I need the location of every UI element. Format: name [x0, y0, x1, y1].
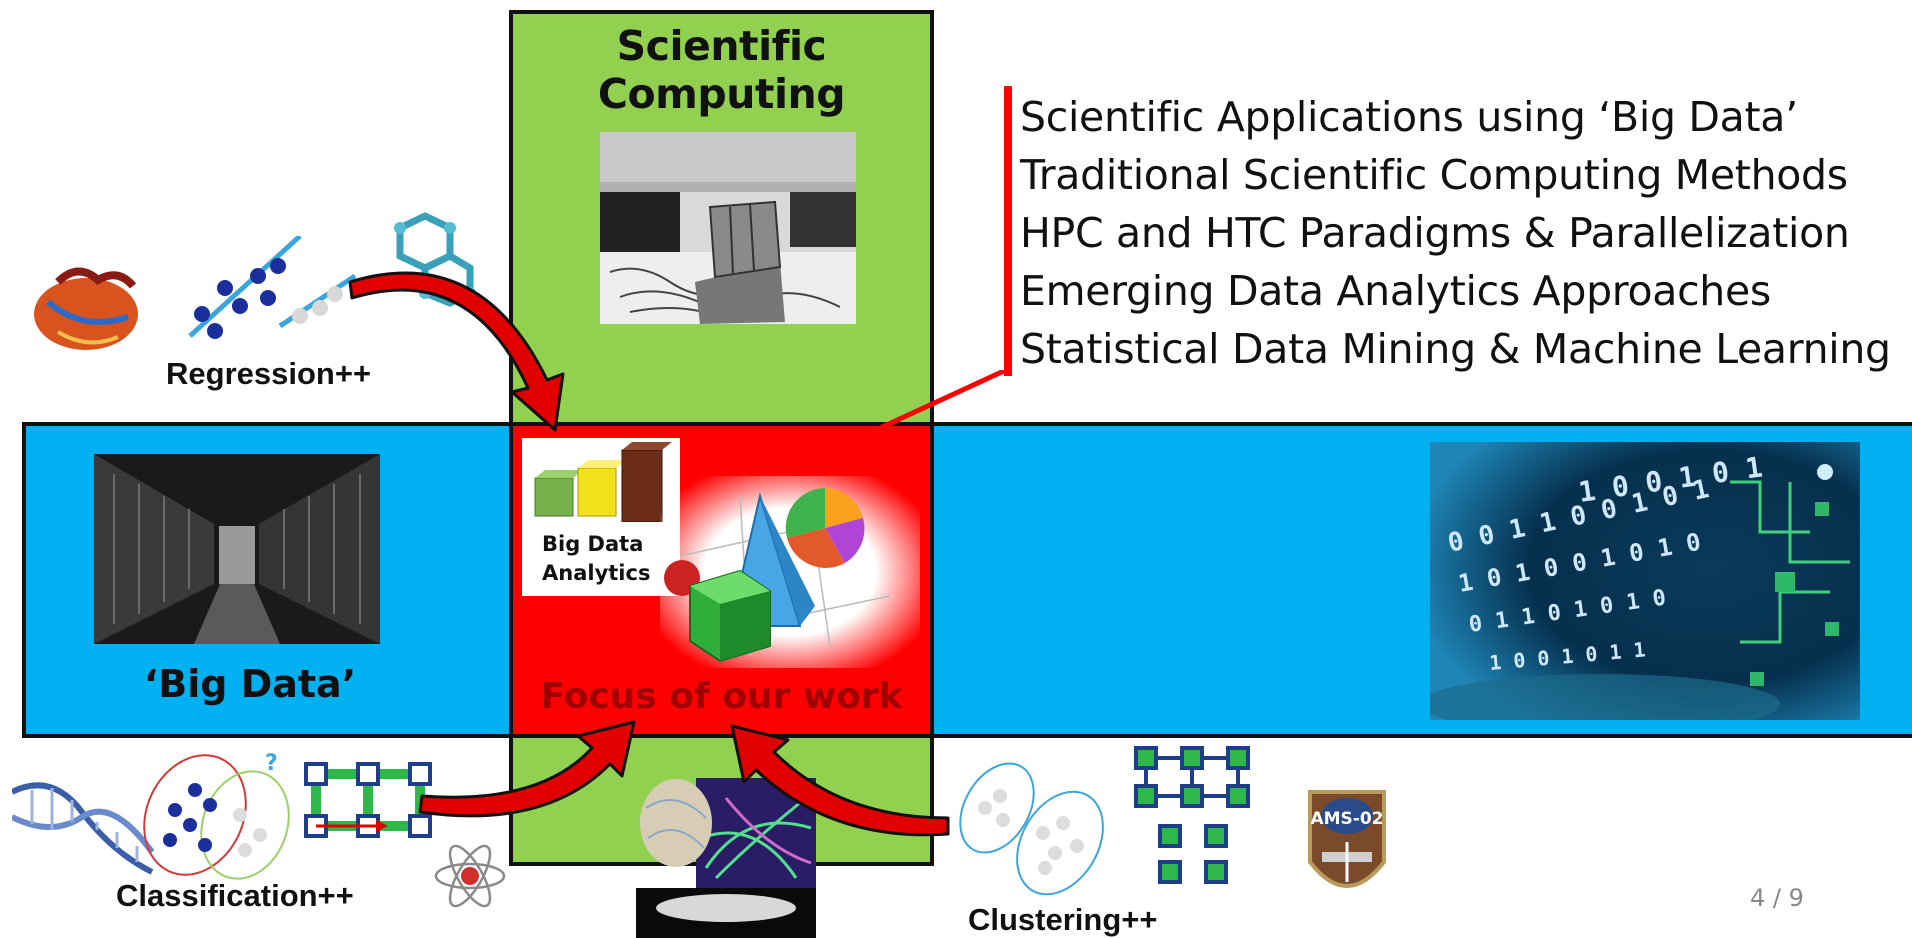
focus-label: Focus of our work [540, 676, 903, 717]
topic-item: Emerging Data Analytics Approaches [1020, 267, 1771, 315]
atom-icon [434, 844, 506, 908]
column-title: Scientific Computing [597, 22, 846, 118]
clustering-network-icon [1134, 746, 1250, 884]
topic-item: Scientific Applications using ‘Big Data’ [1020, 93, 1798, 141]
clustering-arrow [730, 724, 950, 837]
clustering-plot-icon [959, 762, 1104, 896]
analytics-shapes-icon [660, 476, 920, 668]
big-data-label: ‘Big Data’ [143, 662, 357, 706]
topic-item: Statistical Data Mining & Machine Learni… [1020, 325, 1891, 373]
topic-list: Scientific Applications using ‘Big Data’… [1020, 88, 1891, 378]
svg-text:AMS-02: AMS-02 [1310, 809, 1383, 829]
page-number: 4 / 9 [1750, 884, 1804, 912]
analytics-bars-icon [534, 442, 672, 522]
clustering-label: Clustering++ [968, 902, 1158, 937]
svg-text:?: ? [265, 751, 278, 776]
regression-label: Regression++ [166, 356, 372, 391]
topic-item: HPC and HTC Paradigms & Parallelization [1020, 209, 1850, 257]
big-data-analytics-label: Big Data Analytics [542, 532, 651, 585]
regression-arrow [348, 271, 565, 432]
bullet-marker-bar [1004, 86, 1012, 376]
ams-02-mission-patch: AMS-02 [1308, 790, 1386, 888]
binary-data-tunnel-image: 0 0 1 1 0 0 1 0 1 1 0 1 0 0 1 0 1 0 0 1 … [1430, 442, 1860, 720]
simulation-images [636, 778, 816, 938]
classification-arrow [418, 720, 636, 818]
classification-plot-icon: ? [143, 751, 290, 880]
classification-label: Classification++ [116, 878, 354, 913]
supercomputer-photo [600, 132, 856, 324]
heart-icon [34, 267, 138, 350]
connector-line [878, 370, 1008, 430]
regression-plot-icon [188, 236, 357, 339]
data-center-corridor-photo [94, 454, 380, 644]
dna-icon [12, 782, 155, 875]
topic-item: Traditional Scientific Computing Methods [1020, 151, 1848, 199]
